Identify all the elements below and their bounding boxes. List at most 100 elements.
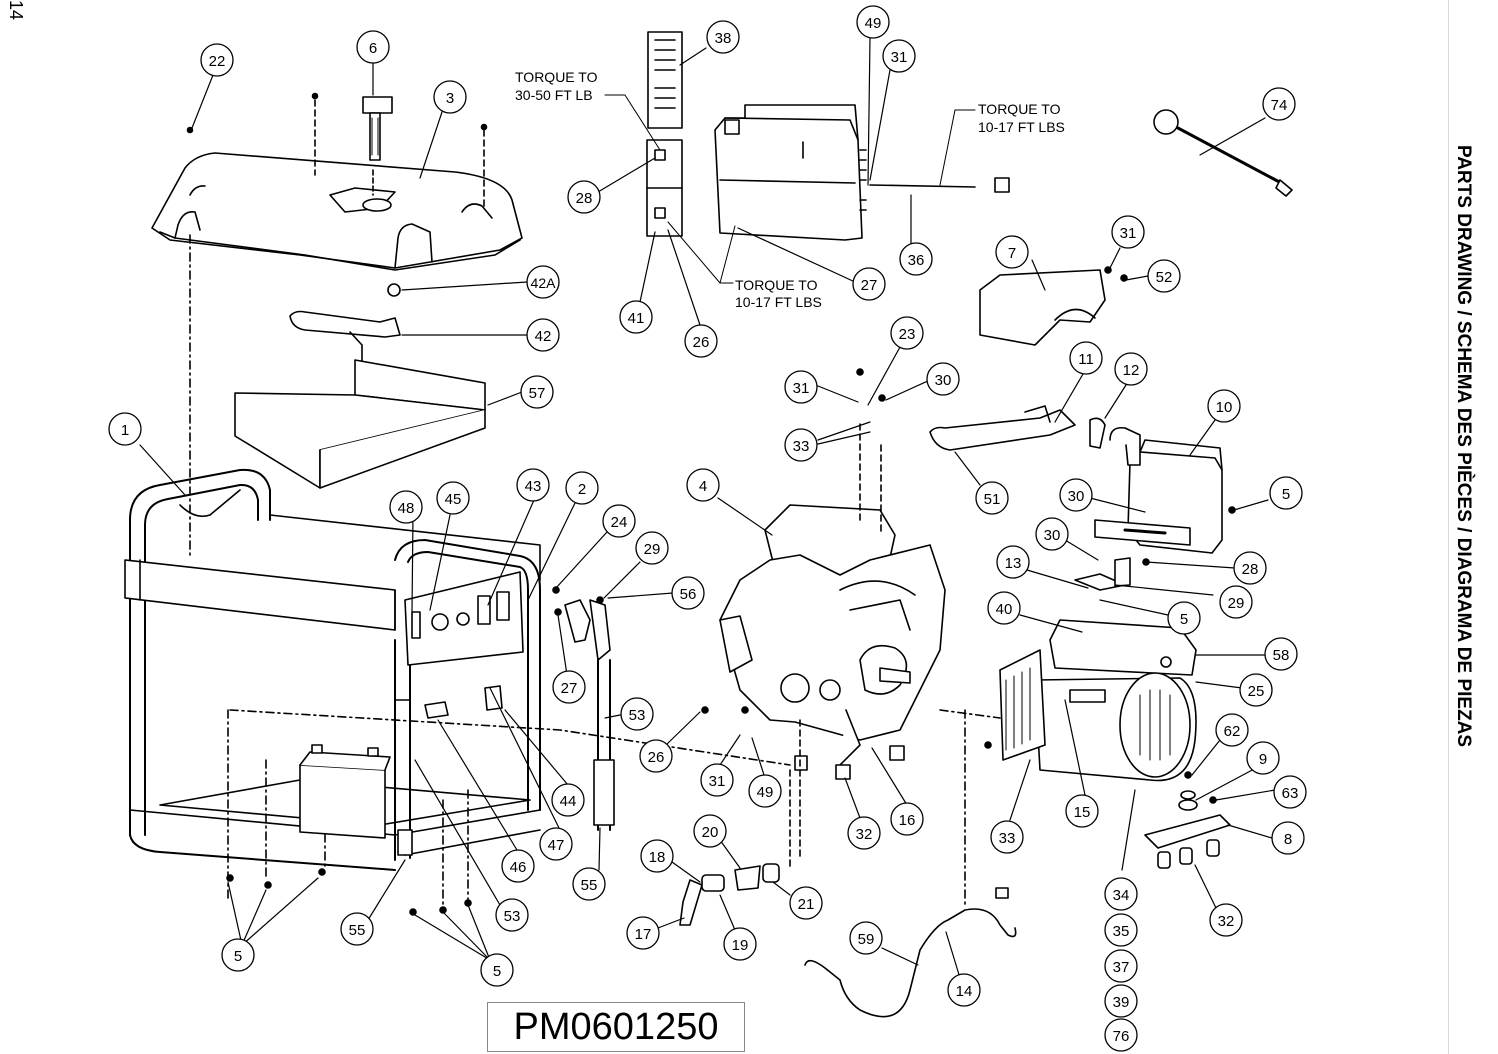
callouts: 22 6 3 38 49 31 74 28 27 36 7 31 52 42A …	[108, 5, 1307, 1052]
fuel-fittings	[679, 863, 780, 926]
callout: 29	[1219, 585, 1253, 619]
svg-text:26: 26	[693, 334, 710, 351]
callout: 55	[340, 912, 374, 946]
svg-text:63: 63	[1282, 785, 1299, 802]
callout: 45	[436, 481, 470, 515]
callout: 10	[1207, 389, 1241, 423]
torque-note-2-line1: TORQUE TO	[978, 101, 1061, 117]
handle	[564, 599, 615, 831]
callout: 33	[784, 428, 818, 462]
svg-text:74: 74	[1271, 97, 1288, 114]
muffler-bracket	[1074, 557, 1131, 591]
svg-text:4: 4	[699, 478, 707, 495]
svg-text:49: 49	[757, 784, 774, 801]
svg-text:1: 1	[121, 422, 129, 439]
callout: 2	[565, 471, 599, 505]
control-panel	[404, 571, 524, 719]
shroud	[979, 269, 1106, 346]
callout: 30	[926, 362, 960, 396]
svg-text:17: 17	[635, 926, 652, 943]
svg-text:31: 31	[793, 380, 810, 397]
callout: 30	[1059, 478, 1093, 512]
callout: 48	[389, 490, 423, 524]
torque-note-2: TORQUE TO 10-17 FT LBS	[939, 101, 1065, 186]
callout: 27	[852, 267, 886, 301]
callout: 74	[1262, 87, 1296, 121]
callout: 51	[975, 481, 1009, 515]
callout: 31	[700, 763, 734, 797]
svg-text:18: 18	[649, 849, 666, 866]
alternator	[939, 619, 1197, 782]
torque-note-1-line1: TORQUE TO	[515, 69, 598, 85]
svg-text:23: 23	[899, 326, 916, 343]
svg-text:10: 10	[1216, 399, 1233, 416]
svg-text:38: 38	[715, 30, 732, 47]
battery	[299, 744, 391, 839]
callout: 3	[433, 80, 467, 114]
svg-text:59: 59	[858, 931, 875, 948]
svg-text:43: 43	[525, 478, 542, 495]
callout: 20	[693, 814, 727, 848]
fasteners	[186, 126, 1236, 916]
svg-text:5: 5	[1282, 486, 1290, 503]
exhaust-pipe	[929, 405, 1106, 451]
svg-text:25: 25	[1248, 683, 1265, 700]
fuel-tank	[151, 92, 523, 271]
svg-text:8: 8	[1284, 831, 1292, 848]
callout: 34	[1104, 877, 1138, 911]
svg-text:49: 49	[865, 15, 882, 32]
callout: 55	[572, 867, 606, 901]
callout: 40	[987, 591, 1021, 625]
svg-text:16: 16	[899, 812, 916, 829]
callout: 41	[619, 300, 653, 334]
svg-text:32: 32	[1218, 913, 1235, 930]
callout: 4	[686, 468, 720, 502]
callout: 5	[1269, 476, 1303, 510]
svg-text:9: 9	[1259, 751, 1267, 768]
callout: 31	[882, 39, 916, 73]
callout: 44	[551, 783, 585, 817]
callout: 38	[706, 20, 740, 54]
torque-note-1: TORQUE TO 30-50 FT LB	[515, 69, 661, 151]
svg-text:42A: 42A	[531, 275, 557, 291]
callout: 8	[1271, 821, 1305, 855]
svg-text:22: 22	[209, 53, 226, 70]
callout: 42A	[526, 265, 560, 299]
callout: 24	[602, 504, 636, 538]
callout: 18	[640, 839, 674, 873]
callout: 56	[671, 576, 705, 610]
svg-text:13: 13	[1005, 555, 1022, 572]
torque-note-3: TORQUE TO 10-17 FT LBS	[667, 221, 822, 310]
svg-text:15: 15	[1074, 804, 1091, 821]
torque-note-2-line2: 10-17 FT LBS	[978, 119, 1065, 135]
callout: 7	[995, 235, 1029, 269]
svg-text:7: 7	[1008, 245, 1016, 262]
svg-text:19: 19	[732, 937, 749, 954]
svg-text:46: 46	[510, 859, 527, 876]
svg-text:31: 31	[891, 49, 908, 66]
svg-text:44: 44	[560, 793, 577, 810]
svg-text:14: 14	[956, 983, 973, 1000]
svg-text:47: 47	[548, 837, 565, 854]
svg-text:5: 5	[1180, 611, 1188, 628]
svg-text:31: 31	[1120, 225, 1137, 242]
callout: 27	[552, 670, 586, 704]
svg-text:27: 27	[561, 680, 578, 697]
callout: 52	[1147, 259, 1181, 293]
exploded-parts-diagram: TORQUE TO 30-50 FT LB TORQUE TO 10-17 FT…	[108, 5, 1307, 1052]
fuel-valve	[289, 283, 401, 366]
callout: 43	[516, 468, 550, 502]
callout: 28	[1233, 551, 1267, 585]
svg-text:29: 29	[644, 541, 661, 558]
callout: 32	[1209, 903, 1243, 937]
callout: 26	[684, 324, 718, 358]
air-filter-cover	[646, 31, 683, 237]
callout: 5	[1167, 601, 1201, 635]
callout: 9	[1246, 741, 1280, 775]
callout: 42	[526, 318, 560, 352]
svg-text:30: 30	[1044, 527, 1061, 544]
svg-text:27: 27	[861, 277, 878, 294]
callout: 31	[784, 370, 818, 404]
svg-text:36: 36	[908, 252, 925, 269]
callout: 63	[1273, 775, 1307, 809]
